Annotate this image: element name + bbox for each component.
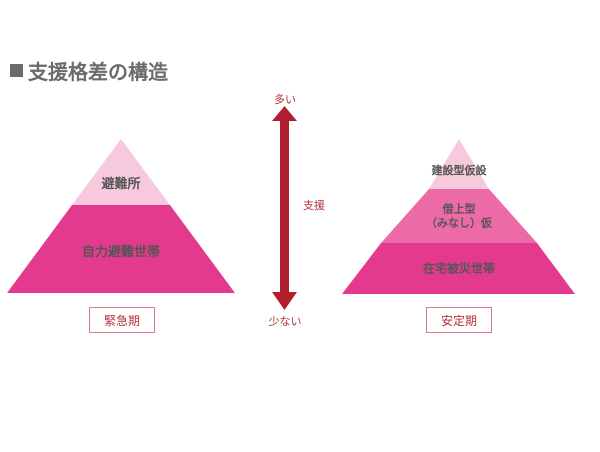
right-pyramid-bottom-tier [342,243,575,294]
right-pyramid-top-label: 建設型仮設 [431,164,487,178]
support-label: 支援 [303,199,325,212]
right-pyramid-middle-line2: （みなし）仮 [426,216,492,229]
right-pyramid-middle-label: 借上型 （みなし）仮 [426,202,492,230]
left-pyramid-bottom-tier [7,205,235,293]
left-pyramid-top-tier [72,139,170,205]
right-period-label: 安定期 [440,313,477,328]
right-pyramid-middle-tier [381,189,537,243]
support-arrow [272,106,297,310]
left-pyramid-top-label: 避難所 [101,176,141,192]
right-pyramid-middle-line1: 借上型 [442,202,476,216]
support-many-label: 多い [274,93,296,106]
title-square-icon [10,64,23,77]
page-title-text: 支援格差の構造 [28,60,168,84]
right-pyramid-top-tier [429,139,489,189]
left-period-box: 緊急期 [89,307,155,333]
left-pyramid-bottom-label: 自力避難世帯 [81,244,161,260]
left-period-label: 緊急期 [103,313,140,328]
right-period-box: 安定期 [426,307,492,333]
page-title: 支援格差の構造 [10,56,168,85]
right-pyramid-bottom-label: 在宅被災世帯 [422,261,496,276]
support-few-label: 少ない [268,315,302,328]
